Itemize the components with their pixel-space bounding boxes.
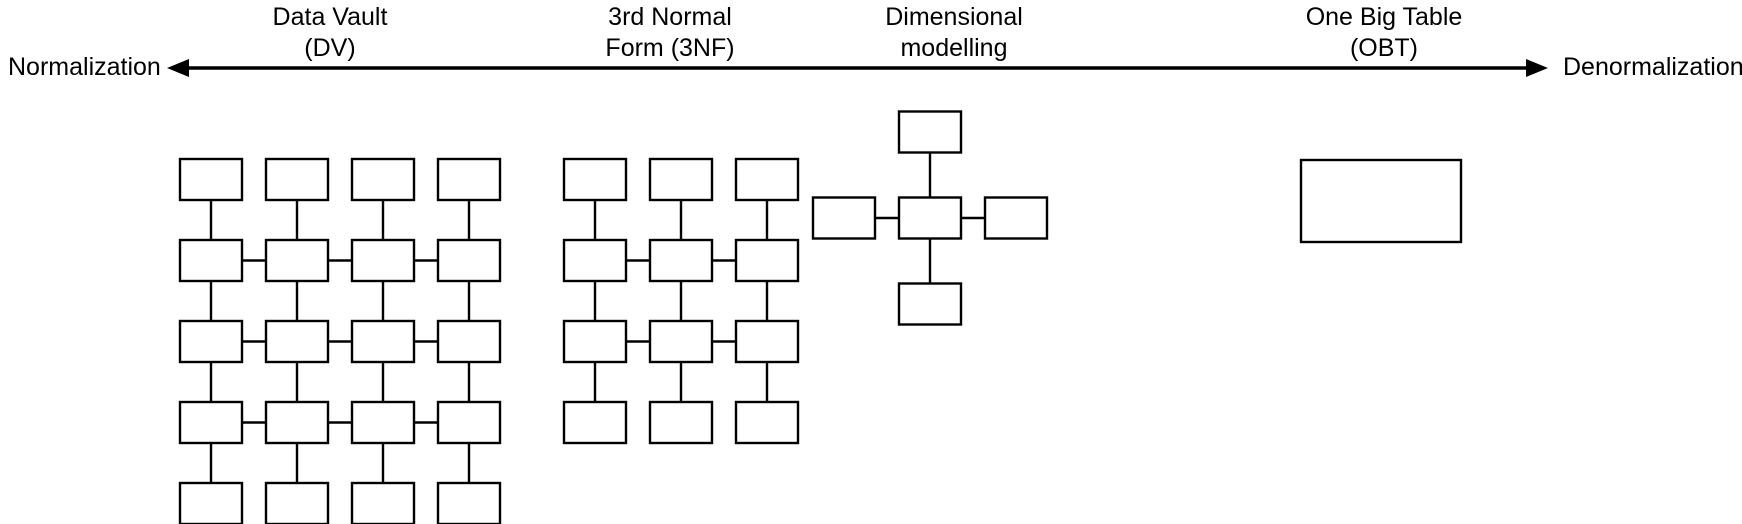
table-box xyxy=(648,238,714,283)
table-box xyxy=(983,196,1049,240)
table-box xyxy=(264,319,330,364)
table-box xyxy=(264,238,330,283)
table-box xyxy=(350,238,416,283)
stage-caption-data-vault: Data Vault (DV) xyxy=(272,3,388,62)
table-box xyxy=(648,400,714,445)
table-box xyxy=(178,400,244,445)
table-box xyxy=(350,400,416,445)
table-box xyxy=(897,282,963,326)
axis-label-denormalization: Denormalization xyxy=(1563,53,1742,81)
table-box xyxy=(350,319,416,364)
schema-tables xyxy=(178,110,1463,524)
axis-label-normalization: Normalization xyxy=(8,53,161,81)
stage-caption-one-big-table: One Big Table (OBT) xyxy=(1305,3,1463,62)
table-box xyxy=(264,481,330,524)
table-box xyxy=(562,319,628,364)
table-box xyxy=(178,157,244,202)
table-box xyxy=(897,110,963,154)
table-box xyxy=(436,481,502,524)
one-big-table-box xyxy=(1299,158,1463,244)
table-box xyxy=(562,157,628,202)
table-box xyxy=(350,157,416,202)
table-box xyxy=(734,319,800,364)
table-box xyxy=(734,400,800,445)
fact-table-box xyxy=(897,196,963,240)
table-box xyxy=(436,238,502,283)
table-box xyxy=(734,157,800,202)
arrow-head-left xyxy=(167,59,189,77)
table-box xyxy=(178,319,244,364)
table-box xyxy=(436,157,502,202)
table-box xyxy=(436,319,502,364)
table-box xyxy=(648,319,714,364)
table-box xyxy=(734,238,800,283)
arrow-head-right xyxy=(1526,59,1548,77)
table-box xyxy=(648,157,714,202)
table-box xyxy=(562,238,628,283)
table-box xyxy=(178,481,244,524)
table-box xyxy=(264,157,330,202)
stage-caption-third-normal-form: 3rd Normal Form (3NF) xyxy=(605,3,735,62)
stage-caption-dimensional-modelling: Dimensional modelling xyxy=(885,3,1023,62)
table-box xyxy=(350,481,416,524)
schema-links xyxy=(209,152,985,483)
table-box xyxy=(436,400,502,445)
table-box xyxy=(178,238,244,283)
table-box xyxy=(264,400,330,445)
table-box xyxy=(562,400,628,445)
table-box xyxy=(811,196,877,240)
normalization-axis xyxy=(167,59,1548,77)
